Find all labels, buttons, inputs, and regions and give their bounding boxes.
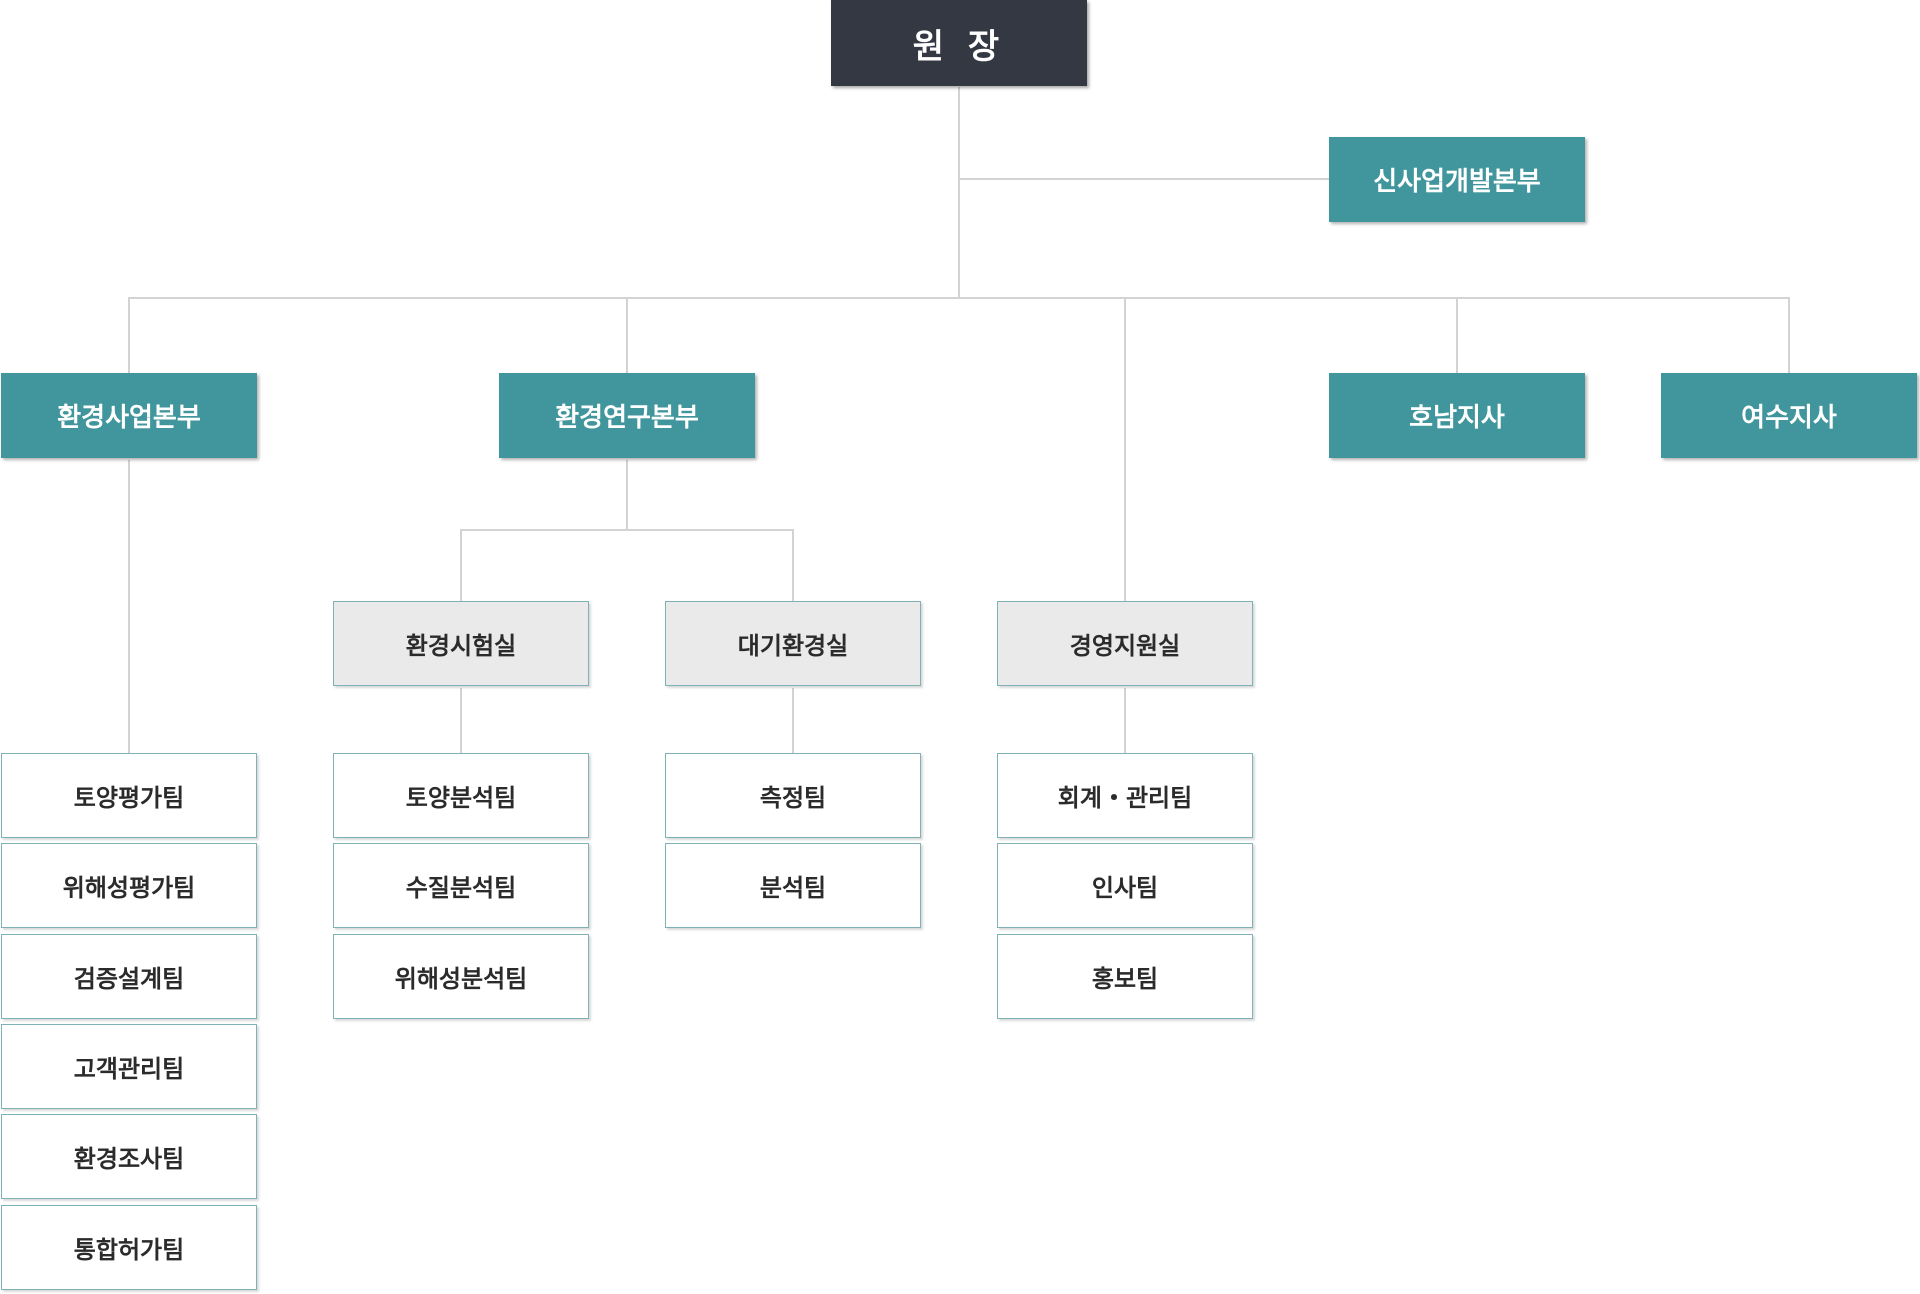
env-research-division-box: 환경연구본부 [499,373,755,458]
team-label: 토양분석팀 [405,784,517,812]
team-box: 검증설계팀 [1,934,257,1019]
team-box: 위해성평가팀 [1,843,257,928]
team-box: 환경조사팀 [1,1114,257,1199]
connector-env-testing-teams [460,688,462,754]
connector-drop-management-support [1124,297,1126,602]
team-box: 분석팀 [665,843,921,928]
team-box: 통합허가팀 [1,1205,257,1290]
env-business-division-box: 환경사업본부 [1,373,257,458]
team-box: 토양분석팀 [333,753,589,838]
connector-new-business [959,178,1330,180]
connector-drop-env-business [128,297,130,374]
new-business-label: 신사업개발본부 [1373,167,1541,197]
management-support-office-label: 경영지원실 [1069,632,1181,660]
air-env-office-label: 대기환경실 [737,632,849,660]
team-label: 측정팀 [759,784,827,812]
team-label: 홍보팀 [1091,965,1159,993]
connector-office-bar [460,529,794,531]
yeosu-branch-label: 여수지사 [1741,403,1837,433]
connector-air-env-teams [792,688,794,754]
connector-drop-honam [1456,297,1458,374]
connector-env-business-teams [128,460,130,754]
yeosu-branch-box: 여수지사 [1661,373,1917,458]
team-box: 토양평가팀 [1,753,257,838]
env-research-division-label: 환경연구본부 [555,403,699,433]
connector-drop-yeosu [1788,297,1790,374]
team-label: 환경조사팀 [73,1145,185,1173]
connector-drop-air-env [792,529,794,602]
team-box: 수질분석팀 [333,843,589,928]
team-label: 토양평가팀 [73,784,185,812]
honam-branch-box: 호남지사 [1329,373,1585,458]
honam-branch-label: 호남지사 [1409,403,1505,433]
connector-env-research-down [626,460,628,530]
team-label: 수질분석팀 [405,874,517,902]
team-box: 인사팀 [997,843,1253,928]
env-testing-office-box: 환경시험실 [333,601,589,686]
team-label: 위해성분석팀 [394,965,528,993]
head-box: 원 장 [831,0,1087,86]
team-label: 분석팀 [759,874,827,902]
connector-drop-env-testing [460,529,462,602]
team-label: 고객관리팀 [73,1055,185,1083]
team-box: 측정팀 [665,753,921,838]
head-label: 원 장 [912,26,1006,67]
connector-division-bar [128,297,1789,299]
team-label: 통합허가팀 [73,1236,185,1264]
management-support-office-box: 경영지원실 [997,601,1253,686]
team-box: 홍보팀 [997,934,1253,1019]
connector-head-trunk [958,87,960,298]
team-label: 인사팀 [1091,874,1159,902]
team-box: 위해성분석팀 [333,934,589,1019]
team-label: 회계・관리팀 [1057,784,1193,812]
connector-drop-env-research [626,297,628,374]
team-label: 위해성평가팀 [62,874,196,902]
connector-management-support-teams [1124,688,1126,754]
air-env-office-box: 대기환경실 [665,601,921,686]
team-label: 검증설계팀 [73,965,185,993]
env-business-division-label: 환경사업본부 [57,403,201,433]
team-box: 회계・관리팀 [997,753,1253,838]
env-testing-office-label: 환경시험실 [405,632,517,660]
new-business-box: 신사업개발본부 [1329,137,1585,222]
team-box: 고객관리팀 [1,1024,257,1109]
